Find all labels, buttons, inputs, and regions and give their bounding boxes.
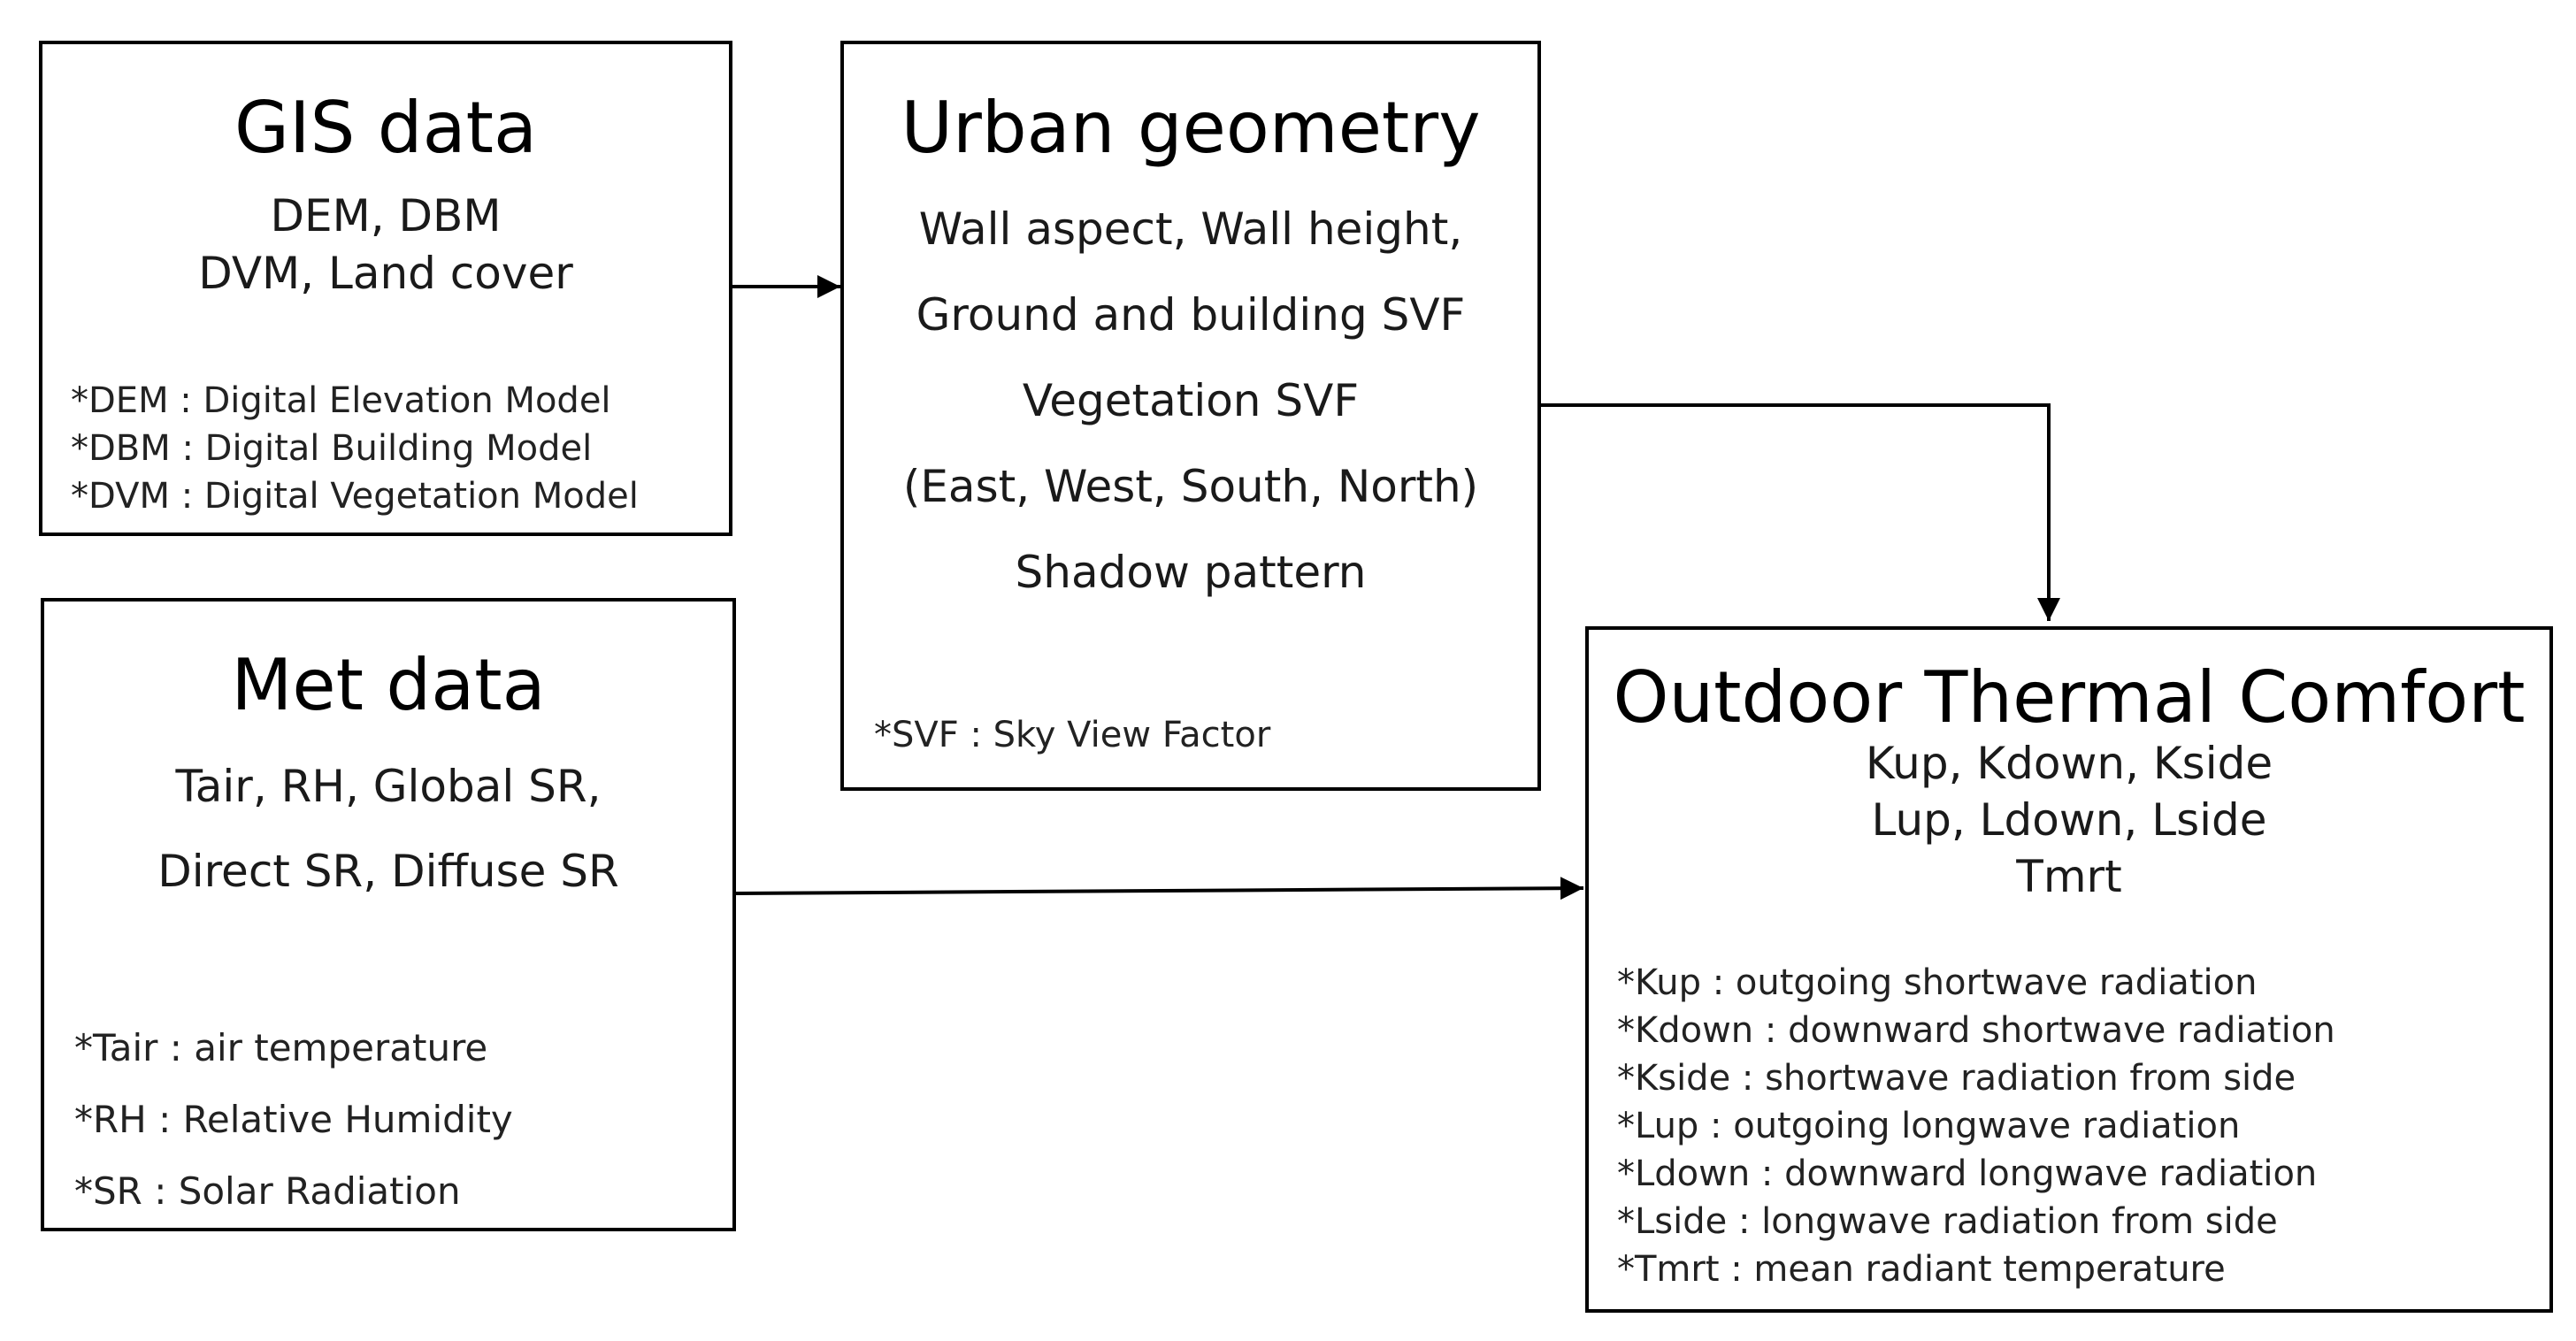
- met-notes: *Tair : air temperature *RH : Relative H…: [74, 1012, 513, 1227]
- urban-geometry-line: (East, West, South, North): [902, 461, 1479, 512]
- urban-geometry-line: Shadow pattern: [1015, 547, 1367, 598]
- urban-note: *SVF : Sky View Factor: [874, 715, 1271, 755]
- arrow-urban-to-otc: [1539, 403, 2060, 621]
- gis-data-box: GIS data DEM, DBM DVM, Land cover *DEM :…: [39, 41, 732, 536]
- urban-notes: *SVF : Sky View Factor: [874, 711, 1270, 759]
- met-note: *SR : Solar Radiation: [74, 1169, 461, 1213]
- met-note: *Tair : air temperature: [74, 1026, 488, 1069]
- gis-note: *DVM : Digital Vegetation Model: [71, 476, 639, 517]
- outdoor-thermal-comfort-title: Outdoor Thermal Comfort: [1613, 656, 2526, 739]
- met-note: *RH : Relative Humidity: [74, 1098, 513, 1141]
- otc-note: *Lup : outgoing longwave radiation: [1617, 1106, 2241, 1146]
- urban-geometry-box: Urban geometry Wall aspect, Wall height,…: [840, 41, 1541, 791]
- met-data-line: Direct SR, Diffuse SR: [157, 846, 619, 897]
- gis-data-line: DVM, Land cover: [198, 248, 573, 299]
- met-data-line: Tair, RH, Global SR,: [175, 761, 602, 812]
- arrow-met-to-otc: [733, 877, 1584, 900]
- urban-geometry-line: Ground and building SVF: [916, 289, 1466, 341]
- urban-geometry-line: Wall aspect, Wall height,: [918, 203, 1463, 255]
- otc-note: *Kside : shortwave radiation from side: [1617, 1058, 2296, 1099]
- outdoor-thermal-comfort-box: Outdoor Thermal Comfort Kup, Kdown, Ksid…: [1585, 626, 2553, 1313]
- otc-note: *Lside : longwave radiation from side: [1617, 1201, 2278, 1242]
- otc-notes: *Kup : outgoing shortwave radiation *Kdo…: [1617, 959, 2335, 1293]
- otc-note: *Kdown : downward shortwave radiation: [1617, 1010, 2335, 1051]
- gis-notes: *DEM : Digital Elevation Model *DBM : Di…: [71, 377, 639, 520]
- urban-geometry-title: Urban geometry: [901, 87, 1481, 169]
- gis-data-title: GIS data: [234, 87, 537, 169]
- outdoor-thermal-comfort-line: Kup, Kdown, Kside: [1865, 738, 2273, 789]
- gis-note: *DBM : Digital Building Model: [71, 428, 593, 469]
- outdoor-thermal-comfort-line: Lup, Ldown, Lside: [1871, 794, 2267, 846]
- otc-note: *Kup : outgoing shortwave radiation: [1617, 962, 2258, 1003]
- gis-note: *DEM : Digital Elevation Model: [71, 380, 611, 421]
- outdoor-thermal-comfort-line: Tmrt: [2016, 851, 2122, 902]
- met-data-title: Met data: [231, 644, 546, 726]
- urban-geometry-line: Vegetation SVF: [1022, 375, 1360, 426]
- otc-note: *Tmrt : mean radiant temperature: [1617, 1249, 2226, 1290]
- gis-data-line: DEM, DBM: [270, 190, 502, 241]
- met-data-box: Met data Tair, RH, Global SR, Direct SR,…: [41, 598, 736, 1231]
- otc-note: *Ldown : downward longwave radiation: [1617, 1153, 2318, 1194]
